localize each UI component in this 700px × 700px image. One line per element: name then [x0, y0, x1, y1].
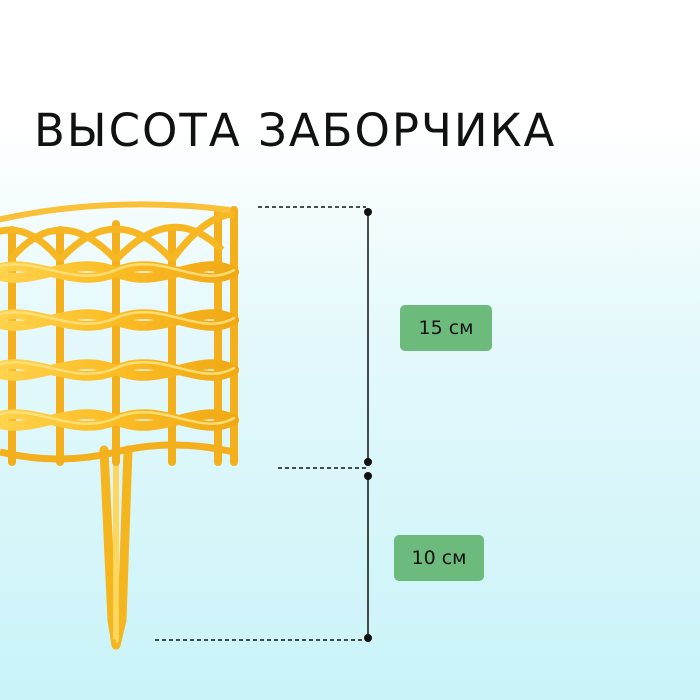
- fence-bottom-rail: [0, 441, 235, 463]
- lower-height-badge: 10 см: [394, 535, 484, 581]
- upper-height-label: 15 см: [418, 317, 474, 339]
- dimension-dot: [364, 634, 372, 642]
- fence-weave: [0, 261, 239, 431]
- fence-stake: [99, 445, 133, 650]
- upper-height-badge: 15 см: [400, 305, 492, 351]
- dimension-dot: [364, 208, 372, 216]
- lower-height-label: 10 см: [411, 547, 467, 569]
- dimension-dot: [364, 472, 372, 480]
- garden-fence-icon: [0, 201, 239, 650]
- fence-highlights: [0, 263, 236, 425]
- page-title: ВЫСОТА ЗАБОРЧИКА: [34, 104, 557, 157]
- dimension-dot: [364, 458, 372, 466]
- fence-arches: [0, 201, 235, 263]
